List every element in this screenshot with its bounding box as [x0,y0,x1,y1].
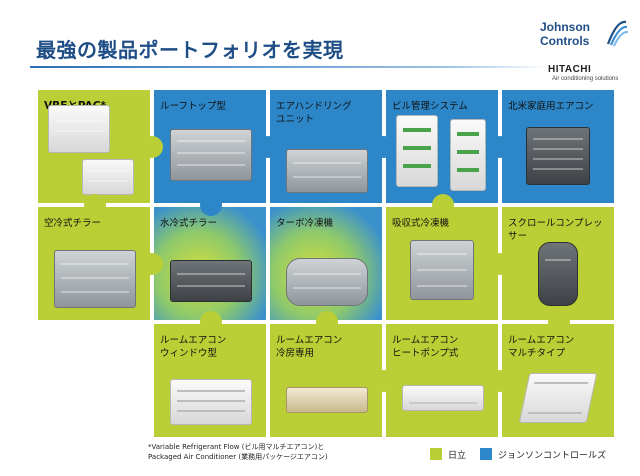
tile-label: 北米家庭用エアコン [508,101,594,112]
tile-label: ビル管理システム [392,101,468,112]
tile-label: ルームエアコン ウィンドウ型 [160,335,227,359]
building-management-panel-icon [396,115,438,187]
product-portfolio-puzzle: VRFとPAC* ルーフトップ型 エアハンドリング ユニット ビル管理システム … [36,88,616,439]
air-cooled-chiller-icon [54,250,136,308]
tile-window-ac: ルームエアコン ウィンドウ型 [152,322,268,439]
vrf-outdoor-unit-icon-2 [82,159,134,195]
johnson-controls-logo: Johnson Controls [540,18,630,58]
puzzle-knob [141,253,163,275]
tile-label: 水冷式チラー [160,218,218,229]
air-handling-unit-icon [286,149,368,193]
tile-wall-ac-heatpump: ルームエアコン ヒートポンプ式 [384,322,500,439]
building-management-panel-icon-2 [450,119,486,191]
puzzle-knob [200,194,222,216]
johnson-controls-logo-line2: Controls [540,34,590,48]
tile-label: ルーフトップ型 [160,101,226,112]
tile-label: エアハンドリング ユニット [276,101,352,125]
tile-scroll-compressor: スクロールコンプレッサー [500,205,616,322]
rooftop-unit-icon [170,129,252,181]
legend-swatch-blue [480,448,492,460]
hitachi-logo: HITACHI [548,64,592,75]
legend-label: 日立 [448,450,467,461]
puzzle-knob [316,311,338,333]
window-ac-icon [170,379,252,425]
tile-wall-ac-cooling: ルームエアコン 冷房専用 [268,322,384,439]
puzzle-knob [141,136,163,158]
water-cooled-chiller-icon [170,260,252,302]
tile-label: 吸収式冷凍機 [392,218,450,229]
vrf-outdoor-unit-icon [48,105,110,153]
footnote: *Variable Refrigerant Flow (ビル用マルチエアコン)と… [148,443,328,461]
legend-hitachi: 日立 [430,447,466,461]
hitachi-tagline: Air conditioning solutions [552,76,619,82]
residential-ac-unit-icon [526,127,590,185]
tile-building-management: ビル管理システム [384,88,500,205]
turbo-chiller-icon [286,258,368,306]
puzzle-knob [489,253,511,275]
page-title: 最強の製品ポートフォリオを実現 [36,38,344,62]
tile-label: ルームエアコン ヒートポンプ式 [392,335,459,359]
tile-air-cooled-chiller: 空冷式チラー [36,205,152,322]
tile-label: ターボ冷凍機 [276,218,334,229]
tile-residential-ac: 北米家庭用エアコン [500,88,616,205]
wall-ac-heatpump-icon [402,385,484,411]
johnson-controls-swirl-icon [606,20,629,47]
puzzle-knob [432,194,454,216]
puzzle-knob [373,370,395,392]
puzzle-knob [373,136,395,158]
puzzle-knob [84,194,106,216]
ceiling-cassette-ac-icon [518,373,598,423]
tile-turbo-chiller: ターボ冷凍機 [268,205,384,322]
puzzle-knob [257,136,279,158]
tile-absorption-chiller: 吸収式冷凍機 [384,205,500,322]
tile-label: 空冷式チラー [44,218,102,229]
tile-ceiling-cassette-ac: ルームエアコン マルチタイプ [500,322,616,439]
tile-rooftop: ルーフトップ型 [152,88,268,205]
tile-air-handling-unit: エアハンドリング ユニット [268,88,384,205]
title-underline [30,66,550,68]
legend-label: ジョンソンコントロールズ [498,450,607,461]
puzzle-knob [489,136,511,158]
tile-label: ルームエアコン 冷房専用 [276,335,343,359]
tile-vrf-pac: VRFとPAC* [36,88,152,205]
legend-jci: ジョンソンコントロールズ [480,447,606,461]
absorption-chiller-icon [410,240,474,300]
legend-swatch-green [430,448,442,460]
wall-ac-cooling-icon [286,387,368,413]
scroll-compressor-icon [538,242,578,306]
puzzle-knob [548,311,570,333]
tile-label: ルームエアコン マルチタイプ [508,335,575,359]
puzzle-knob [200,311,222,333]
tile-label: スクロールコンプレッサー [508,218,603,242]
johnson-controls-logo-line1: Johnson [540,20,590,34]
tile-water-cooled-chiller: 水冷式チラー [152,205,268,322]
puzzle-knob [489,370,511,392]
